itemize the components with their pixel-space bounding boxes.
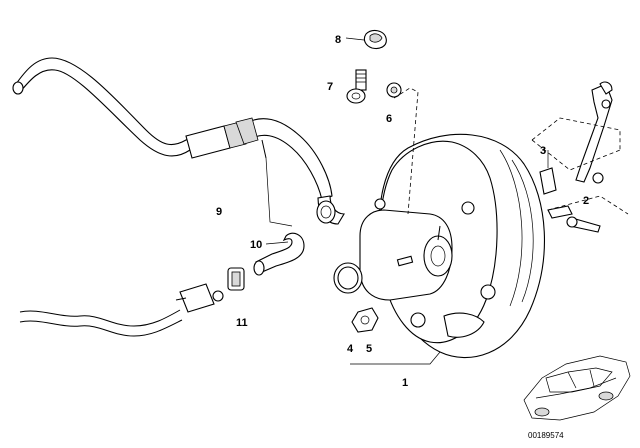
- callout-2: 2: [583, 195, 589, 207]
- callout-4: 4: [347, 343, 354, 355]
- callout-7: 7: [327, 81, 333, 93]
- seal-ring[interactable]: [333, 262, 363, 294]
- hose-part-10[interactable]: [253, 232, 305, 276]
- dash-route-2: [547, 195, 629, 215]
- car-thumbnail-icon: [523, 355, 631, 421]
- cap-part-8[interactable]: [363, 29, 387, 50]
- callout-5: 5: [366, 343, 372, 355]
- callout-11: 11: [236, 317, 248, 329]
- callout-8: 8: [335, 34, 341, 46]
- reference-number: 00189574: [528, 431, 564, 440]
- check-valve-part-11[interactable]: [175, 267, 245, 313]
- callout-6: 6: [386, 113, 392, 125]
- callout-10: 10: [250, 239, 262, 251]
- vacuum-hose-assembly[interactable]: [12, 57, 345, 225]
- dash-route-6: [393, 87, 419, 215]
- callout-1: 1: [402, 377, 408, 389]
- pedal-bracket-part-2-3[interactable]: [539, 81, 613, 233]
- dash-route-3: [531, 117, 621, 171]
- brake-booster[interactable]: [359, 133, 545, 359]
- fitting-part-7[interactable]: [346, 69, 367, 104]
- nut-part-4-5[interactable]: [351, 307, 379, 333]
- callout-9: 9: [216, 206, 222, 218]
- vacuum-line: [19, 309, 183, 337]
- leader-lines: [265, 37, 549, 365]
- valve-part-6[interactable]: [386, 82, 402, 98]
- booster-stud: [396, 255, 414, 267]
- callout-3: 3: [540, 145, 546, 157]
